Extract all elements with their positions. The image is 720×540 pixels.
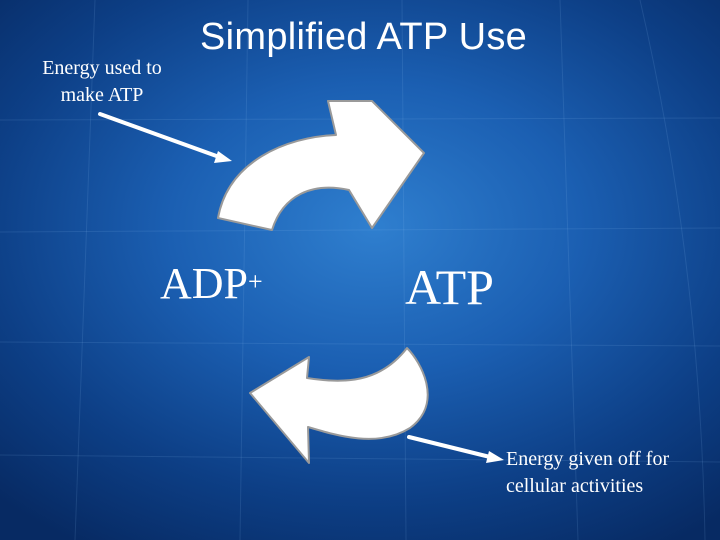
- adp-superscript: +: [248, 267, 263, 296]
- energy-in-label: Energy used to make ATP: [12, 55, 192, 109]
- energy-in-line-2: make ATP: [60, 84, 144, 106]
- bottom-curved-arrow: [249, 347, 429, 464]
- energy-out-line-1: Energy given off for: [506, 448, 670, 470]
- energy-out-label: Energy given off for cellular activities: [506, 446, 716, 500]
- slide-title: Simplified ATP Use: [200, 16, 528, 58]
- atp-label: ATP: [405, 259, 494, 315]
- top-curved-arrow: [217, 100, 425, 231]
- adp-label: ADP+: [160, 258, 263, 310]
- energy-in-pointer: [98, 112, 232, 163]
- energy-in-line-1: Energy used to: [42, 57, 162, 79]
- energy-out-pointer: [407, 435, 504, 463]
- adp-text: ADP: [160, 259, 249, 308]
- energy-out-line-2: cellular activities: [506, 475, 644, 497]
